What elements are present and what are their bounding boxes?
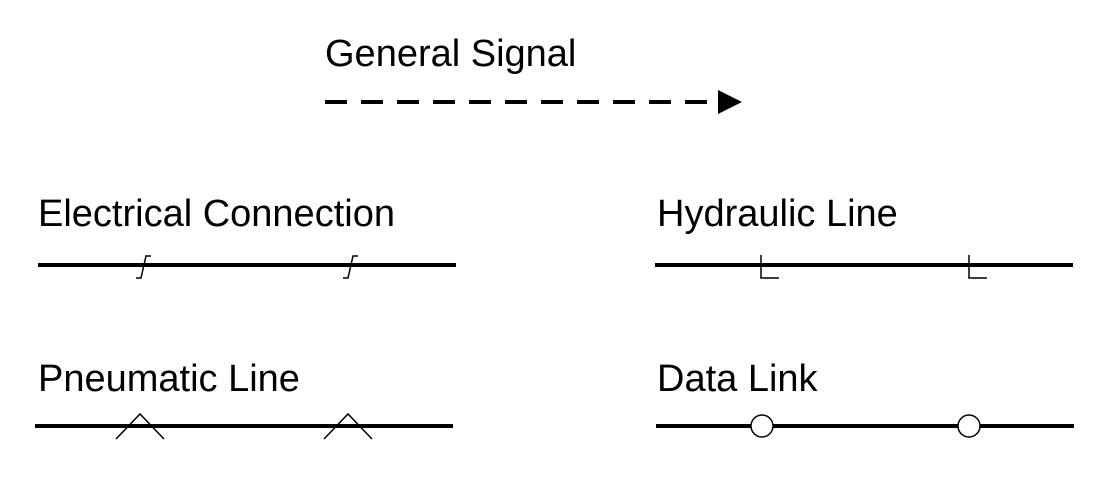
data-link-circle-icon	[750, 414, 774, 438]
pneumatic-line-label: Pneumatic Line	[38, 358, 300, 400]
pneumatic-caret-icon	[115, 412, 165, 440]
pneumatic-line-group: Pneumatic Line	[35, 358, 453, 440]
electrical-tick-icon	[136, 255, 151, 279]
hydraulic-line-label: Hydraulic Line	[657, 193, 898, 235]
hydraulic-tick-icon	[968, 255, 987, 279]
hydraulic-line-group: Hydraulic Line	[655, 193, 1073, 279]
pneumatic-caret-icon	[323, 412, 373, 440]
data-link-label: Data Link	[657, 358, 819, 400]
electrical-connection-label: Electrical Connection	[38, 193, 395, 235]
hydraulic-tick-icon	[760, 255, 779, 279]
data-link-circle-icon	[957, 414, 981, 438]
electrical-connection-group: Electrical Connection	[38, 193, 456, 279]
general-signal-group: General Signal	[325, 33, 742, 114]
general-signal-label: General Signal	[325, 33, 576, 75]
data-link-group: Data Link	[656, 358, 1074, 438]
general-signal-arrowhead-icon	[718, 90, 742, 114]
electrical-tick-icon	[343, 255, 358, 279]
